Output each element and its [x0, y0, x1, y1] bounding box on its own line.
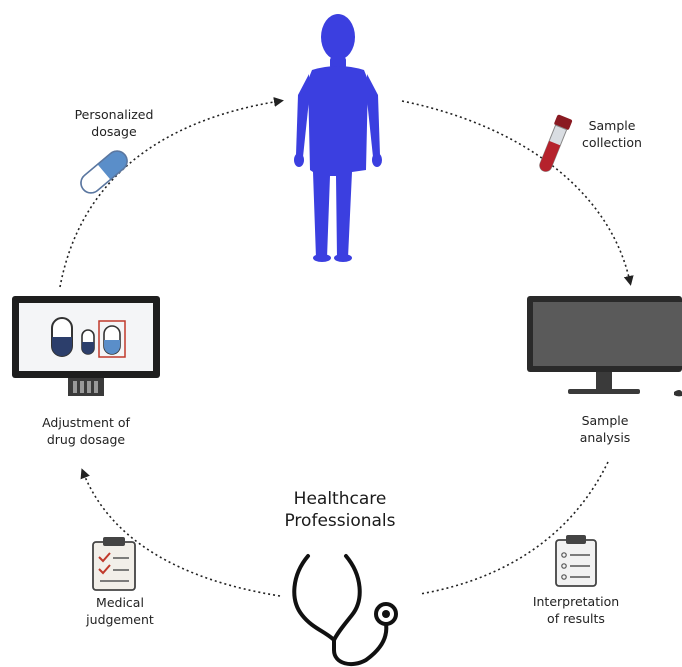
label-line: drug dosage: [46, 431, 126, 447]
label-sample-analysis: Sample analysis: [565, 413, 645, 447]
capsule-icon: [80, 150, 128, 194]
label-line: Sample: [581, 413, 629, 428]
arrow-patient-to-collection: [401, 100, 634, 286]
label-line: Personalized: [74, 107, 154, 122]
label-personalized-dosage: Personalized dosage: [66, 107, 162, 141]
patient-figure-icon: [294, 14, 382, 262]
label-line: Professionals: [284, 511, 396, 532]
stethoscope-icon: [292, 554, 398, 667]
label-line: judgement: [86, 611, 154, 627]
label-sample-collection: Sample collection: [570, 118, 654, 152]
label-line: Healthcare: [293, 489, 387, 509]
label-line: collection: [582, 134, 642, 150]
label-medical-judgement: Medical judgement: [70, 595, 170, 629]
label-line: Adjustment of: [42, 415, 130, 430]
label-line: Sample: [588, 118, 636, 133]
arrow-analysis-to-interpretation: [419, 461, 609, 595]
arrow-judgement-to-adjustment: [80, 468, 281, 597]
dosage-monitor-icon: [12, 296, 160, 396]
label-line: analysis: [579, 429, 631, 445]
label-line: dosage: [91, 123, 137, 139]
label-healthcare-professionals: Healthcare Professionals: [260, 488, 420, 532]
label-line: Medical: [96, 595, 144, 610]
clipboard-judgement-icon: [92, 537, 136, 591]
blood-tube-icon: [539, 114, 573, 172]
label-adjustment: Adjustment of drug dosage: [26, 415, 146, 449]
clipboard-interpretation-icon: [555, 535, 597, 587]
label-interpretation: Interpretation of results: [518, 594, 634, 628]
arrow-adjustment-to-patient: [59, 97, 284, 288]
label-line: Interpretation: [532, 594, 620, 609]
label-line: of results: [547, 610, 605, 626]
analysis-monitor-icon: [527, 296, 682, 397]
